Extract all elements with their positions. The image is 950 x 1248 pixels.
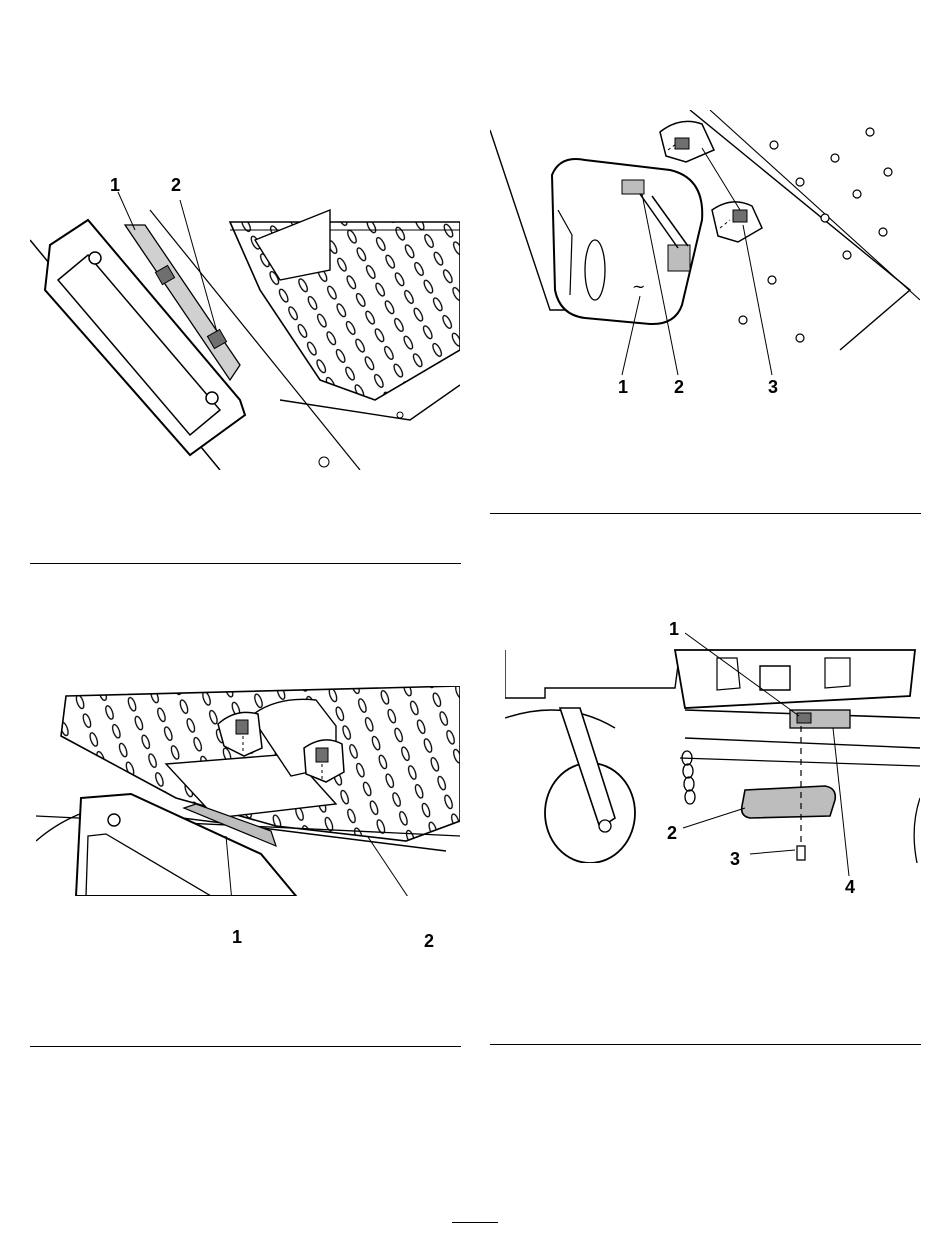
figure-b-callout-1: 1: [618, 378, 628, 396]
figure-b: ~ 1 2 3: [490, 110, 920, 400]
figure-c-callout-1: 1: [232, 928, 242, 946]
figure-d-callout-4: 4: [845, 878, 855, 896]
figure-a-illustration: [30, 170, 460, 470]
figure-c: 1 2: [36, 686, 460, 956]
section-rule: [490, 513, 921, 514]
figure-c-leaders: [36, 836, 460, 896]
figure-d-callout-3: 3: [730, 850, 740, 868]
figure-d: 1 2 3 4: [505, 618, 920, 898]
figure-b-callout-2: 2: [674, 378, 684, 396]
figure-a-callout-1: 1: [110, 176, 120, 194]
figure-d-callout-2: 2: [667, 824, 677, 842]
figure-d-leaders: [505, 618, 920, 898]
figure-b-illustration: ~: [490, 110, 920, 400]
figure-c-callout-2: 2: [424, 932, 434, 950]
section-rule: [490, 1044, 921, 1045]
svg-text:~: ~: [632, 277, 645, 296]
figure-d-callout-1: 1: [669, 620, 679, 638]
section-rule: [30, 563, 461, 564]
figure-a: 1 2: [30, 170, 460, 470]
page-number-rule: [452, 1222, 498, 1223]
figure-a-callout-2: 2: [171, 176, 181, 194]
figure-b-callout-3: 3: [768, 378, 778, 396]
section-rule: [30, 1046, 461, 1047]
